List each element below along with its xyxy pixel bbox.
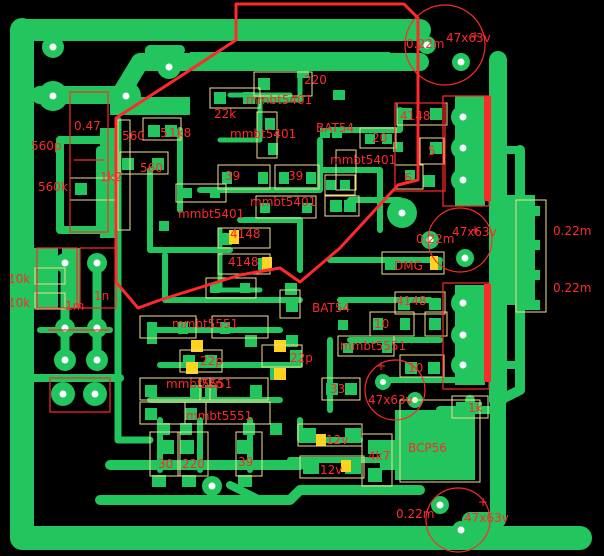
label-z12b: 12v (320, 463, 342, 477)
label-c47c: 47x63v (368, 393, 413, 407)
label-d4148d: 4148 (396, 294, 427, 308)
label-plus4: + (470, 223, 480, 237)
label-bat1: BAT54 (316, 121, 354, 135)
label-c22pa: 22p (200, 354, 223, 368)
label-z12a: 12v (326, 433, 348, 447)
label-q2: mmbt5401 (230, 127, 296, 141)
label-dm: DMG (394, 259, 423, 273)
label-r6: 6 (404, 171, 412, 185)
label-c22pb: 22p (290, 351, 313, 365)
label-q6: mmbt5551 (172, 317, 238, 331)
label-c022c: 0.22m (553, 281, 591, 295)
label-r39a: 39 (225, 169, 240, 183)
label-plus2: + (478, 495, 488, 509)
label-r1k8: 1k8 (169, 126, 191, 140)
heatsink-bars (484, 96, 491, 382)
label-r560a: 560 (122, 129, 145, 143)
diode-markers (186, 230, 438, 472)
label-r560k: 560k (38, 180, 68, 194)
label-r220b: 220 (182, 457, 205, 471)
label-r30: 30 (158, 457, 173, 471)
label-r39c: 39 (238, 455, 253, 469)
label-c560p: 560p (31, 139, 62, 153)
label-bat2: BAT54 (312, 301, 350, 315)
label-r10kb: 10k (8, 296, 30, 310)
label-q5: mmbt5401 (330, 153, 396, 167)
label-r10ka: 10k (8, 272, 30, 286)
label-c22pc: 22p (200, 377, 223, 391)
label-c1: 0.22m (406, 37, 444, 51)
label-c47b: 47x63v (452, 225, 497, 239)
label-r560b: 560 (140, 161, 163, 175)
label-r10b: 10 (408, 361, 423, 375)
label-c022a: 0.22m (416, 232, 454, 246)
label-r5: 5 (160, 126, 168, 140)
label-c022d: 0.22m (396, 507, 434, 521)
board-outline-trace (114, 2, 420, 310)
label-q3: mmbt5401 (178, 207, 244, 221)
label-c1m: 1m (65, 299, 84, 313)
label-r4k7: 4k7 (368, 449, 390, 463)
label-r39b: 39 (288, 169, 303, 183)
label-r10: 10 (374, 317, 389, 331)
label-r1k2: 1k2 (100, 170, 122, 184)
label-r1k: 1k (468, 401, 483, 415)
label-q9: mmbt5551 (186, 409, 252, 423)
label-r220: 220 (304, 73, 327, 87)
label-c1n: 1n (94, 289, 109, 303)
label-d4148c: 4148 (228, 255, 259, 269)
label-q8: mmbt5551 (166, 377, 232, 391)
label-q1: mmbt5401 (246, 93, 312, 107)
label-q4: mmbt5401 (250, 195, 316, 209)
label-r22k: 22k (214, 107, 236, 121)
silk-labels: 0.22m 47x63v 220 22k mmbt5401 mmbt5401 B… (8, 29, 591, 525)
label-c1v: 47x63v (446, 31, 491, 45)
label-r20: 20 (372, 131, 387, 145)
label-r5b: 5 (428, 144, 436, 158)
label-d4148a: 4148 (400, 109, 431, 123)
label-c047: 0.47 (74, 119, 101, 133)
label-c022b: 0.22m (553, 224, 591, 238)
label-bcp: BCP56 (408, 441, 447, 455)
label-plus3: + (470, 29, 480, 43)
label-plus1: + (376, 359, 386, 373)
label-r33: 33 (330, 382, 345, 396)
label-d4148b: 4148 (230, 227, 261, 241)
label-c47d: 47x63v (464, 511, 509, 525)
label-q7: mmbt5551 (340, 339, 406, 353)
